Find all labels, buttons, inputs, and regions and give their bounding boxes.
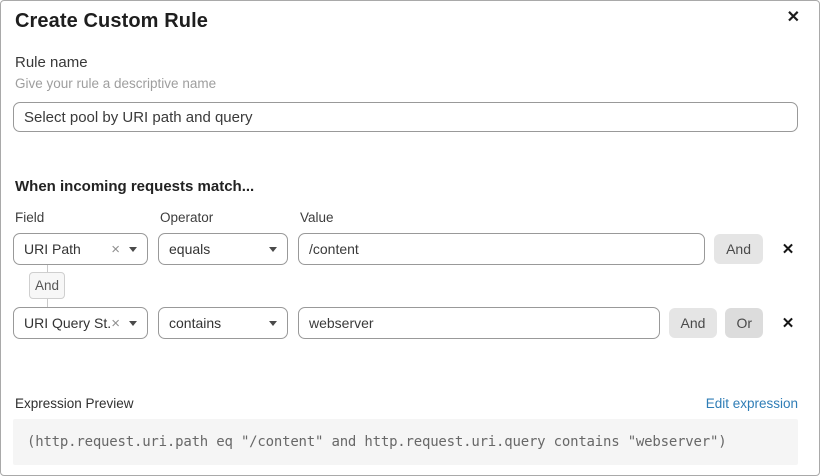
and-button[interactable]: And [714,234,763,264]
page-title: Create Custom Rule [15,10,208,32]
expression-code-box: (http.request.uri.path eq "/content" and… [13,419,798,465]
chevron-down-icon [269,246,277,252]
field-select-value: URI Query St... [24,315,112,331]
operator-select[interactable]: equals [158,233,288,265]
operator-select-value: contains [169,315,222,331]
matcher-heading: When incoming requests match... [15,178,255,195]
and-connector-badge: And [29,272,65,299]
value-input[interactable] [298,233,706,265]
remove-condition-icon[interactable]: ✕ [778,316,798,331]
operator-select-value: equals [169,241,211,257]
field-select[interactable]: URI Query St... × [13,307,148,339]
close-icon[interactable]: ✕ [786,9,800,26]
rule-name-label: Rule name [15,54,88,71]
rule-name-hint: Give your rule a descriptive name [15,76,217,91]
condition-row: URI Query St... × contains And Or ✕ [13,307,798,339]
or-button[interactable]: Or [725,308,763,338]
column-labels: Field Operator Value [13,210,798,226]
connector-line [46,265,48,272]
rule-name-input[interactable] [13,102,798,132]
clear-icon[interactable]: × [111,240,120,258]
connector-line [46,299,48,307]
and-button[interactable]: And [668,308,718,338]
expression-preview-header: Expression Preview Edit expression [13,395,798,412]
chevron-down-icon [129,320,137,326]
column-label-operator: Operator [160,210,214,225]
expression-code: (http.request.uri.path eq "/content" and… [27,434,727,450]
value-input[interactable] [298,307,660,339]
chevron-down-icon [129,246,137,252]
column-label-value: Value [300,210,334,225]
edit-expression-link[interactable]: Edit expression [705,396,798,411]
remove-condition-icon[interactable]: ✕ [778,242,798,257]
field-select-value: URI Path [24,241,81,257]
and-connector: And [29,265,65,307]
column-label-field: Field [15,210,45,225]
field-select[interactable]: URI Path × [13,233,148,265]
condition-row: URI Path × equals And ✕ [13,233,798,265]
operator-select[interactable]: contains [158,307,288,339]
expression-preview-label: Expression Preview [15,396,134,411]
chevron-down-icon [269,320,277,326]
clear-icon[interactable]: × [111,314,120,332]
